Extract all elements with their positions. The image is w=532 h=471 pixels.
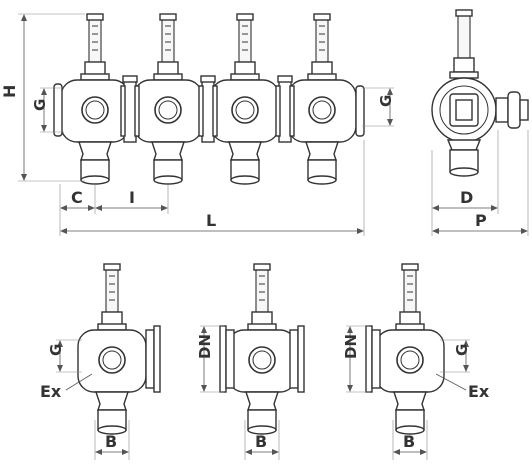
dimension-d: D bbox=[431, 130, 499, 236]
dimension-c: C bbox=[59, 184, 96, 214]
label-g-bottom-right: G bbox=[453, 344, 471, 356]
dimension-l: L bbox=[59, 140, 365, 236]
label-g-left: G bbox=[31, 99, 49, 111]
dimension-b-right: B bbox=[392, 420, 428, 460]
label-h: H bbox=[0, 85, 19, 98]
single-valve-left bbox=[77, 263, 161, 435]
label-g-right: G bbox=[377, 95, 395, 107]
label-b-middle: B bbox=[255, 432, 267, 451]
label-g-bottom-left: G bbox=[47, 344, 65, 356]
label-b-left: B bbox=[105, 432, 117, 451]
dimension-h: H bbox=[0, 13, 85, 182]
dimension-b-middle: B bbox=[244, 420, 280, 460]
dimension-dn-middle: DN bbox=[196, 325, 224, 393]
dimension-g-right: G bbox=[362, 87, 395, 127]
label-ex-right: Ex bbox=[468, 382, 490, 401]
label-i: I bbox=[129, 188, 135, 207]
single-valve-middle bbox=[219, 263, 305, 435]
label-ex-left: Ex bbox=[40, 382, 62, 401]
dimension-i: I bbox=[95, 184, 169, 214]
side-view bbox=[431, 9, 529, 177]
dimension-g-bottom-left: G bbox=[47, 339, 82, 373]
dimension-g-left: G bbox=[31, 87, 64, 133]
manifold-assembly bbox=[53, 13, 365, 185]
label-c: C bbox=[71, 188, 83, 207]
label-b-right: B bbox=[403, 432, 415, 451]
dimension-g-bottom-right: G bbox=[440, 339, 471, 373]
label-dn-middle: DN bbox=[196, 334, 214, 359]
single-valve-right bbox=[365, 263, 445, 435]
dimension-b-left: B bbox=[94, 420, 130, 460]
dimension-p: P bbox=[432, 130, 529, 236]
label-dn-right: DN bbox=[342, 334, 360, 359]
label-l: L bbox=[206, 211, 216, 230]
dimension-dn-right: DN bbox=[342, 325, 370, 393]
label-d: D bbox=[460, 188, 473, 207]
label-p: P bbox=[475, 211, 487, 230]
